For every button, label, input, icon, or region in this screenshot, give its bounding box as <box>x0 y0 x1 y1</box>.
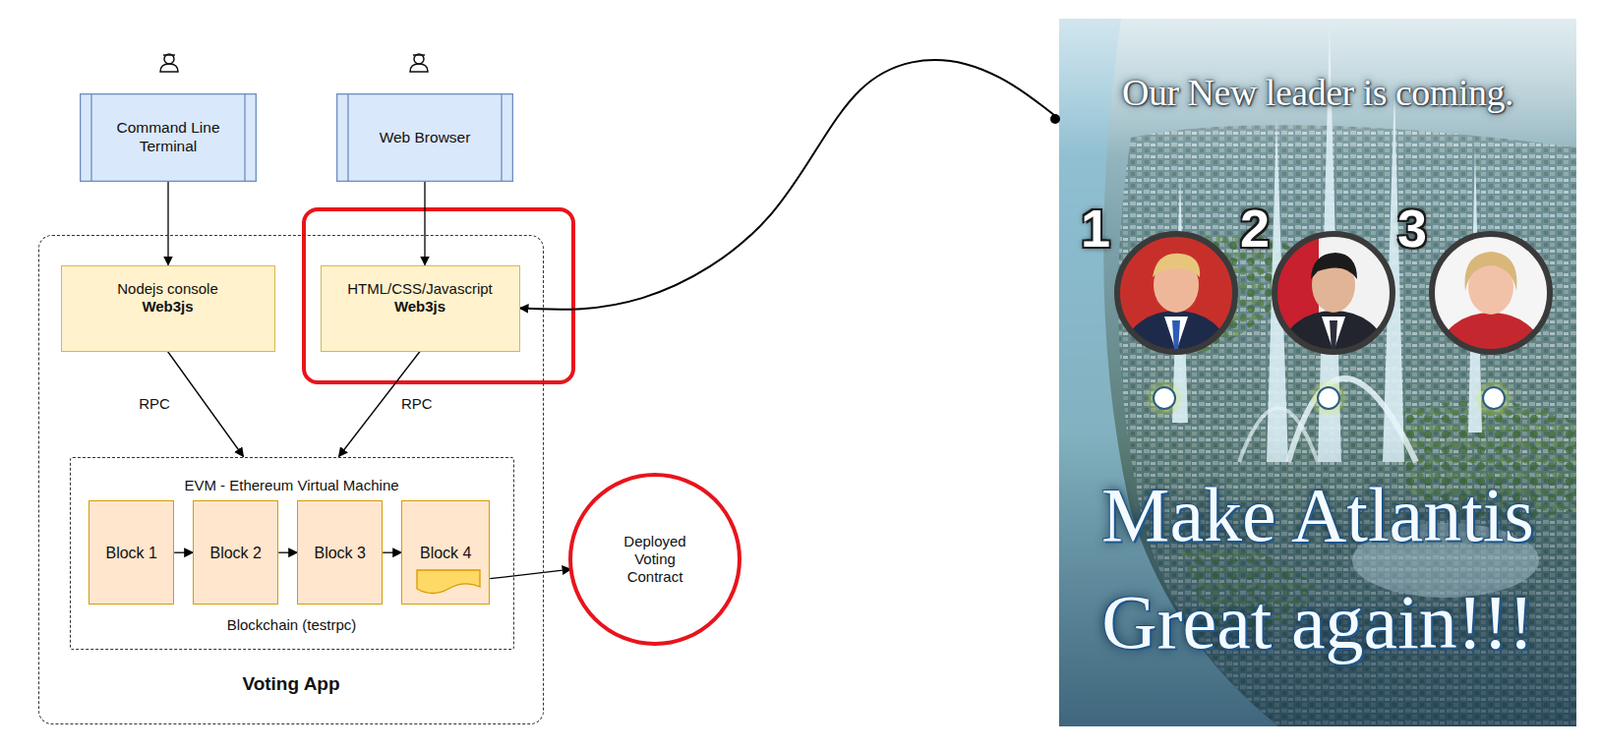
user-icon <box>160 54 178 72</box>
library-name: Web3js <box>394 297 446 316</box>
box-label: Nodejs console <box>117 280 219 298</box>
contract-circle-outline <box>570 474 740 645</box>
app-boundary: Voting AppNodejs consoleWeb3jsHTML/CSS/J… <box>38 235 544 725</box>
frontend-box: HTML/CSS/JavascriptWeb3js <box>320 265 521 353</box>
box-label: Command Line Terminal <box>99 118 238 156</box>
candidate-portrait <box>1431 234 1550 392</box>
callout-number: 1 <box>1066 195 1126 261</box>
box-label: HTML/CSS/Javascript <box>347 280 493 298</box>
candidate-portrait <box>1274 234 1393 390</box>
box-label: Web Browser <box>379 128 472 148</box>
poster-ground <box>1059 18 1577 727</box>
flow-arrow <box>174 552 193 554</box>
block-label: Block 1 <box>105 543 157 563</box>
flow-arrow <box>382 552 402 554</box>
block-box: Block 1 <box>88 500 175 605</box>
poster-illustration <box>1059 18 1577 727</box>
radio-button <box>1308 378 1349 418</box>
callout-number: 3 <box>1382 195 1442 261</box>
block-label: Block 3 <box>313 543 365 563</box>
block-box: Block 2 <box>192 500 279 605</box>
terminal-box: Command Line Terminal <box>79 93 257 182</box>
bottom-shade <box>1059 432 1577 727</box>
poster-slogan: Make Atlantis Great again!!! <box>1066 461 1569 676</box>
edge-label: RPC <box>135 395 174 414</box>
process-side-line <box>347 94 349 182</box>
flow-arrow <box>489 569 571 580</box>
process-side-line <box>243 94 245 182</box>
group-title: Voting App <box>39 673 543 697</box>
sky-haze <box>1059 18 1577 157</box>
library-name: Web3js <box>141 297 193 316</box>
radio-button <box>1474 378 1514 418</box>
flow-arrow <box>168 352 244 458</box>
edge-label: RPC <box>398 395 436 414</box>
process-side-line <box>500 94 502 182</box>
evm-boundary: EVM - Ethereum Virtual MachineBlockchain… <box>69 457 515 651</box>
circle-label: Deployed Voting Contract <box>605 533 705 587</box>
process-box <box>80 94 257 182</box>
callout-number: 2 <box>1225 195 1285 261</box>
process-side-line <box>90 94 92 182</box>
flow-arrow <box>167 181 169 266</box>
contract-circle: Deployed Voting Contract <box>568 473 742 647</box>
callout-arrow <box>520 59 1061 310</box>
flow-arrow <box>423 181 425 266</box>
process-box <box>337 94 514 182</box>
group-title: EVM - Ethereum Virtual Machine <box>70 476 514 495</box>
contract-document-symbol <box>416 570 480 594</box>
block-box: Block 3 <box>296 500 383 605</box>
block-label: Block 2 <box>209 543 261 563</box>
candidate-portrait <box>1117 234 1236 390</box>
poster-title: Our New leader is coming. <box>1066 70 1569 117</box>
browser-box: Web Browser <box>336 93 514 182</box>
block-label: Block 4 <box>419 543 472 563</box>
campaign-poster: Our New leader is coming. Make Atlantis G… <box>1059 18 1577 727</box>
group-caption: Blockchain (testrpc) <box>70 616 514 635</box>
connector-dot <box>1050 114 1061 124</box>
user-icon <box>410 54 428 72</box>
console-box: Nodejs consoleWeb3js <box>60 265 276 353</box>
radio-button <box>1144 378 1185 418</box>
flow-arrow <box>278 552 297 554</box>
